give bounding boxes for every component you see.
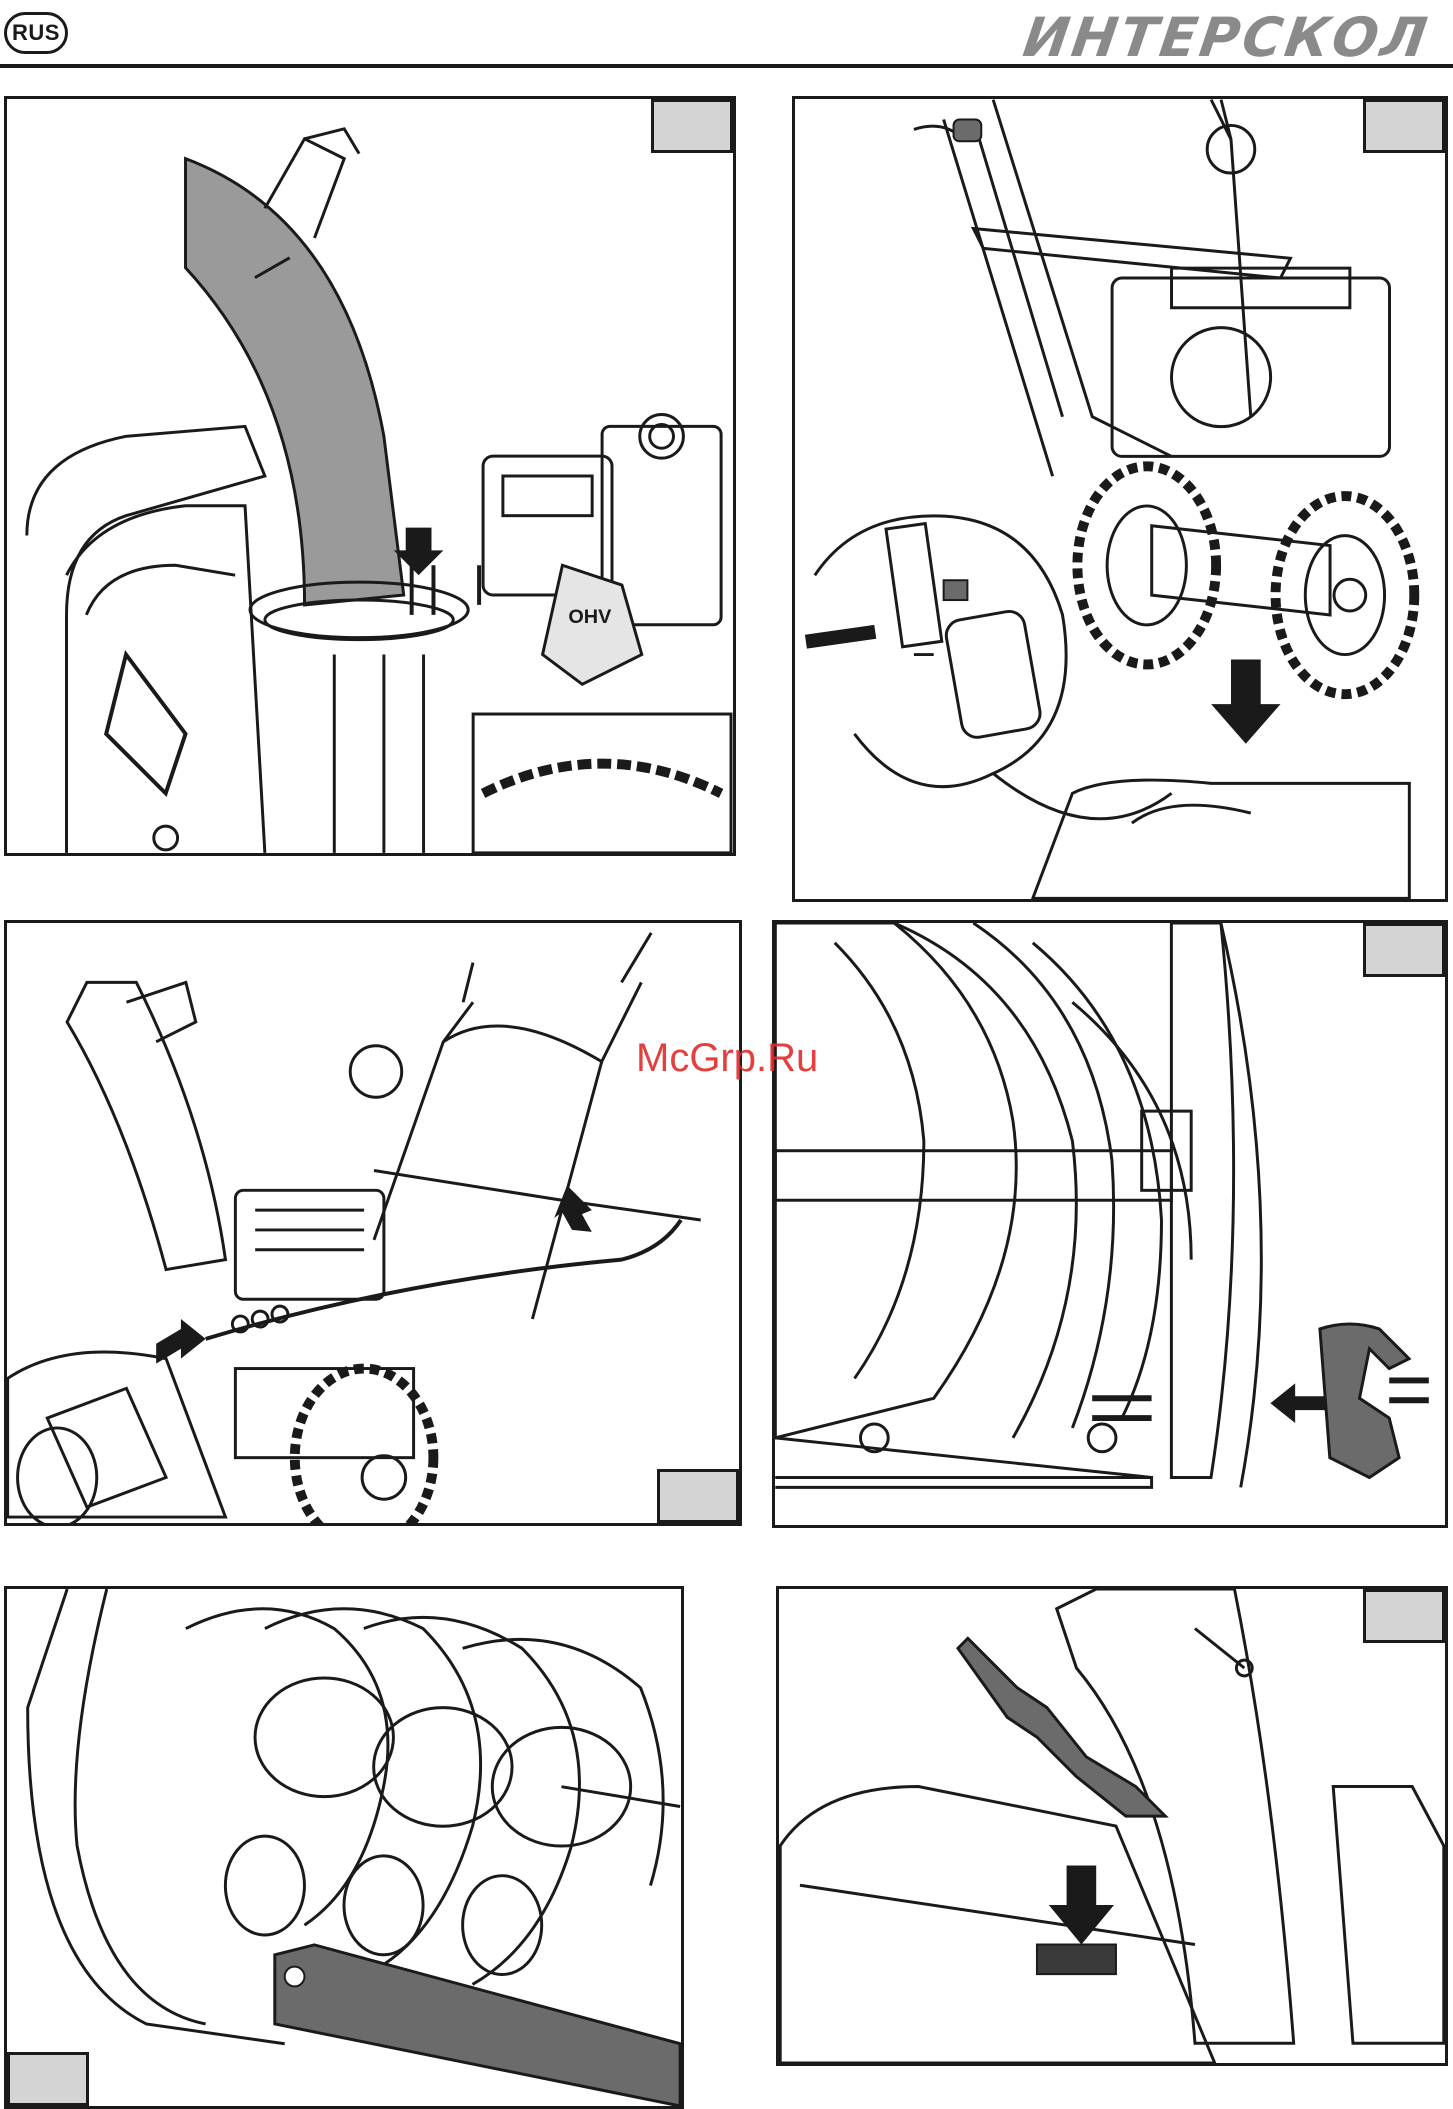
handle-assembly-illustration <box>795 99 1445 899</box>
down-arrow-icon <box>1211 660 1280 744</box>
step-number-box <box>657 1469 739 1523</box>
page-header: RUS ИНТЕРСКОЛ <box>0 0 1453 72</box>
shear-bolts-illustration <box>775 923 1445 1525</box>
step-number-box <box>651 99 733 153</box>
step-number-box <box>7 2052 89 2106</box>
left-arrow-icon <box>1270 1383 1329 1423</box>
chute-tool-illustration <box>779 1589 1445 2063</box>
panel-scraper-bar <box>4 1586 684 2109</box>
nut-icon <box>944 580 968 600</box>
step-number-box <box>1363 99 1445 153</box>
up-right-arrow-icon <box>554 1185 592 1232</box>
scraper-bar-illustration <box>7 1589 681 2106</box>
panel-chute-tool <box>776 1586 1448 2066</box>
panel-chute-mounting: OHV <box>4 96 736 856</box>
header-rule <box>0 64 1453 68</box>
clip-part <box>1037 1945 1116 1975</box>
brand-logo: ИНТЕРСКОЛ <box>1019 6 1433 69</box>
step-number-box <box>1363 923 1445 977</box>
right-arrow-icon <box>156 1319 206 1364</box>
watermark: McGrp.Ru <box>636 1036 818 1081</box>
step-number-box <box>1363 1589 1445 1643</box>
bolt-icon <box>805 625 876 649</box>
cap-part <box>954 120 982 142</box>
panel-shear-bolts <box>772 920 1448 1528</box>
panel-cable-connection <box>4 920 742 1526</box>
cable-connection-illustration <box>7 923 739 1523</box>
chute-mounting-illustration: OHV <box>7 99 733 853</box>
language-badge: RUS <box>4 12 68 54</box>
chute-tool-icon <box>958 1638 1165 1816</box>
panel-handle-assembly <box>792 96 1448 902</box>
down-arrow-icon <box>1049 1866 1114 1945</box>
engine-label: OHV <box>568 606 612 628</box>
scraper-bar-icon <box>275 1945 680 2106</box>
